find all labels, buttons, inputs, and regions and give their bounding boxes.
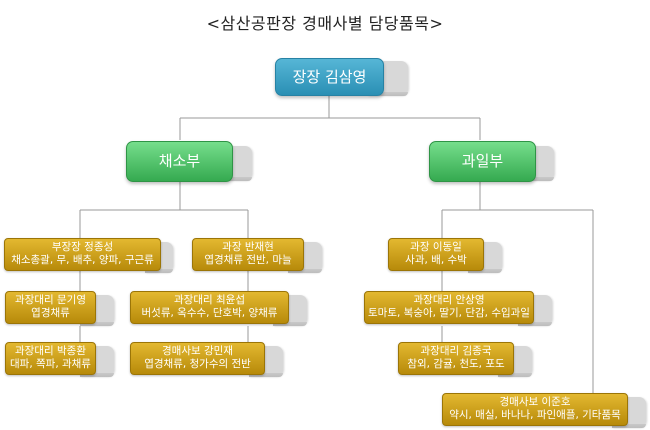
staff-name: 과장대리 김종국 [420,345,492,357]
staff-items: 엽경채류, 청가수의 전반 [144,358,251,370]
vegetable-dept-node: 채소부 [126,141,233,182]
staff-name: 과장대리 박종환 [15,345,86,357]
staff-items: 대파, 쪽파, 과채류 [10,358,91,370]
staff-items: 채소총괄, 무, 배추, 양파, 구근류 [11,254,154,266]
staff-items: 사과, 배, 수박 [405,254,467,266]
staff-items: 엽경채류 전반, 마늘 [204,254,292,266]
staff-name: 과장 이동일 [410,241,462,253]
staff-items: 엽경채류 [31,307,70,319]
staff-items: 참외, 감귤, 천도, 포도 [407,358,505,370]
staff-name: 과장 반재현 [222,241,274,253]
fruit-dept-node: 과일부 [429,141,536,182]
head-name: 장장 김삼영 [292,68,367,86]
chart-title: <삼산공판장 경매사별 담당품목> [206,14,444,33]
staff-card: 과장대리 안상영 토마토, 복숭아, 딸기, 단감, 수입과일 [364,291,534,324]
staff-name: 경매사보 강민재 [162,345,233,357]
staff-name: 부장장 정종성 [51,241,114,253]
staff-items: 토마토, 복숭아, 딸기, 단감, 수입과일 [368,307,530,319]
fruit-dept-name: 과일부 [461,152,504,170]
staff-name: 과장대리 문기영 [15,294,86,306]
staff-card: 과장 이동일 사과, 배, 수박 [388,238,484,271]
staff-card: 경매사보 이준호 약시, 매실, 바나나, 파인애플, 기타품목 [442,393,628,426]
staff-name: 과장대리 최윤섭 [174,294,245,306]
staff-card: 과장대리 박종환 대파, 쪽파, 과채류 [5,342,96,375]
head-node: 장장 김삼영 [275,58,384,96]
staff-name: 과장대리 안상영 [413,294,485,306]
staff-card: 부장장 정종성 채소총괄, 무, 배추, 양파, 구근류 [4,238,161,271]
staff-card: 경매사보 강민재 엽경채류, 청가수의 전반 [130,342,265,375]
staff-name: 경매사보 이준호 [499,396,571,408]
staff-items: 버섯류, 옥수수, 단호박, 양채류 [141,307,278,319]
vegetable-dept-name: 채소부 [158,152,201,170]
staff-card: 과장대리 최윤섭 버섯류, 옥수수, 단호박, 양채류 [130,291,289,324]
staff-card: 과장 반재현 엽경채류 전반, 마늘 [192,238,304,271]
staff-items: 약시, 매실, 바나나, 파인애플, 기타품목 [449,409,621,421]
staff-card: 과장대리 김종국 참외, 감귤, 천도, 포도 [398,342,514,375]
staff-card: 과장대리 문기영 엽경채류 [5,291,96,324]
